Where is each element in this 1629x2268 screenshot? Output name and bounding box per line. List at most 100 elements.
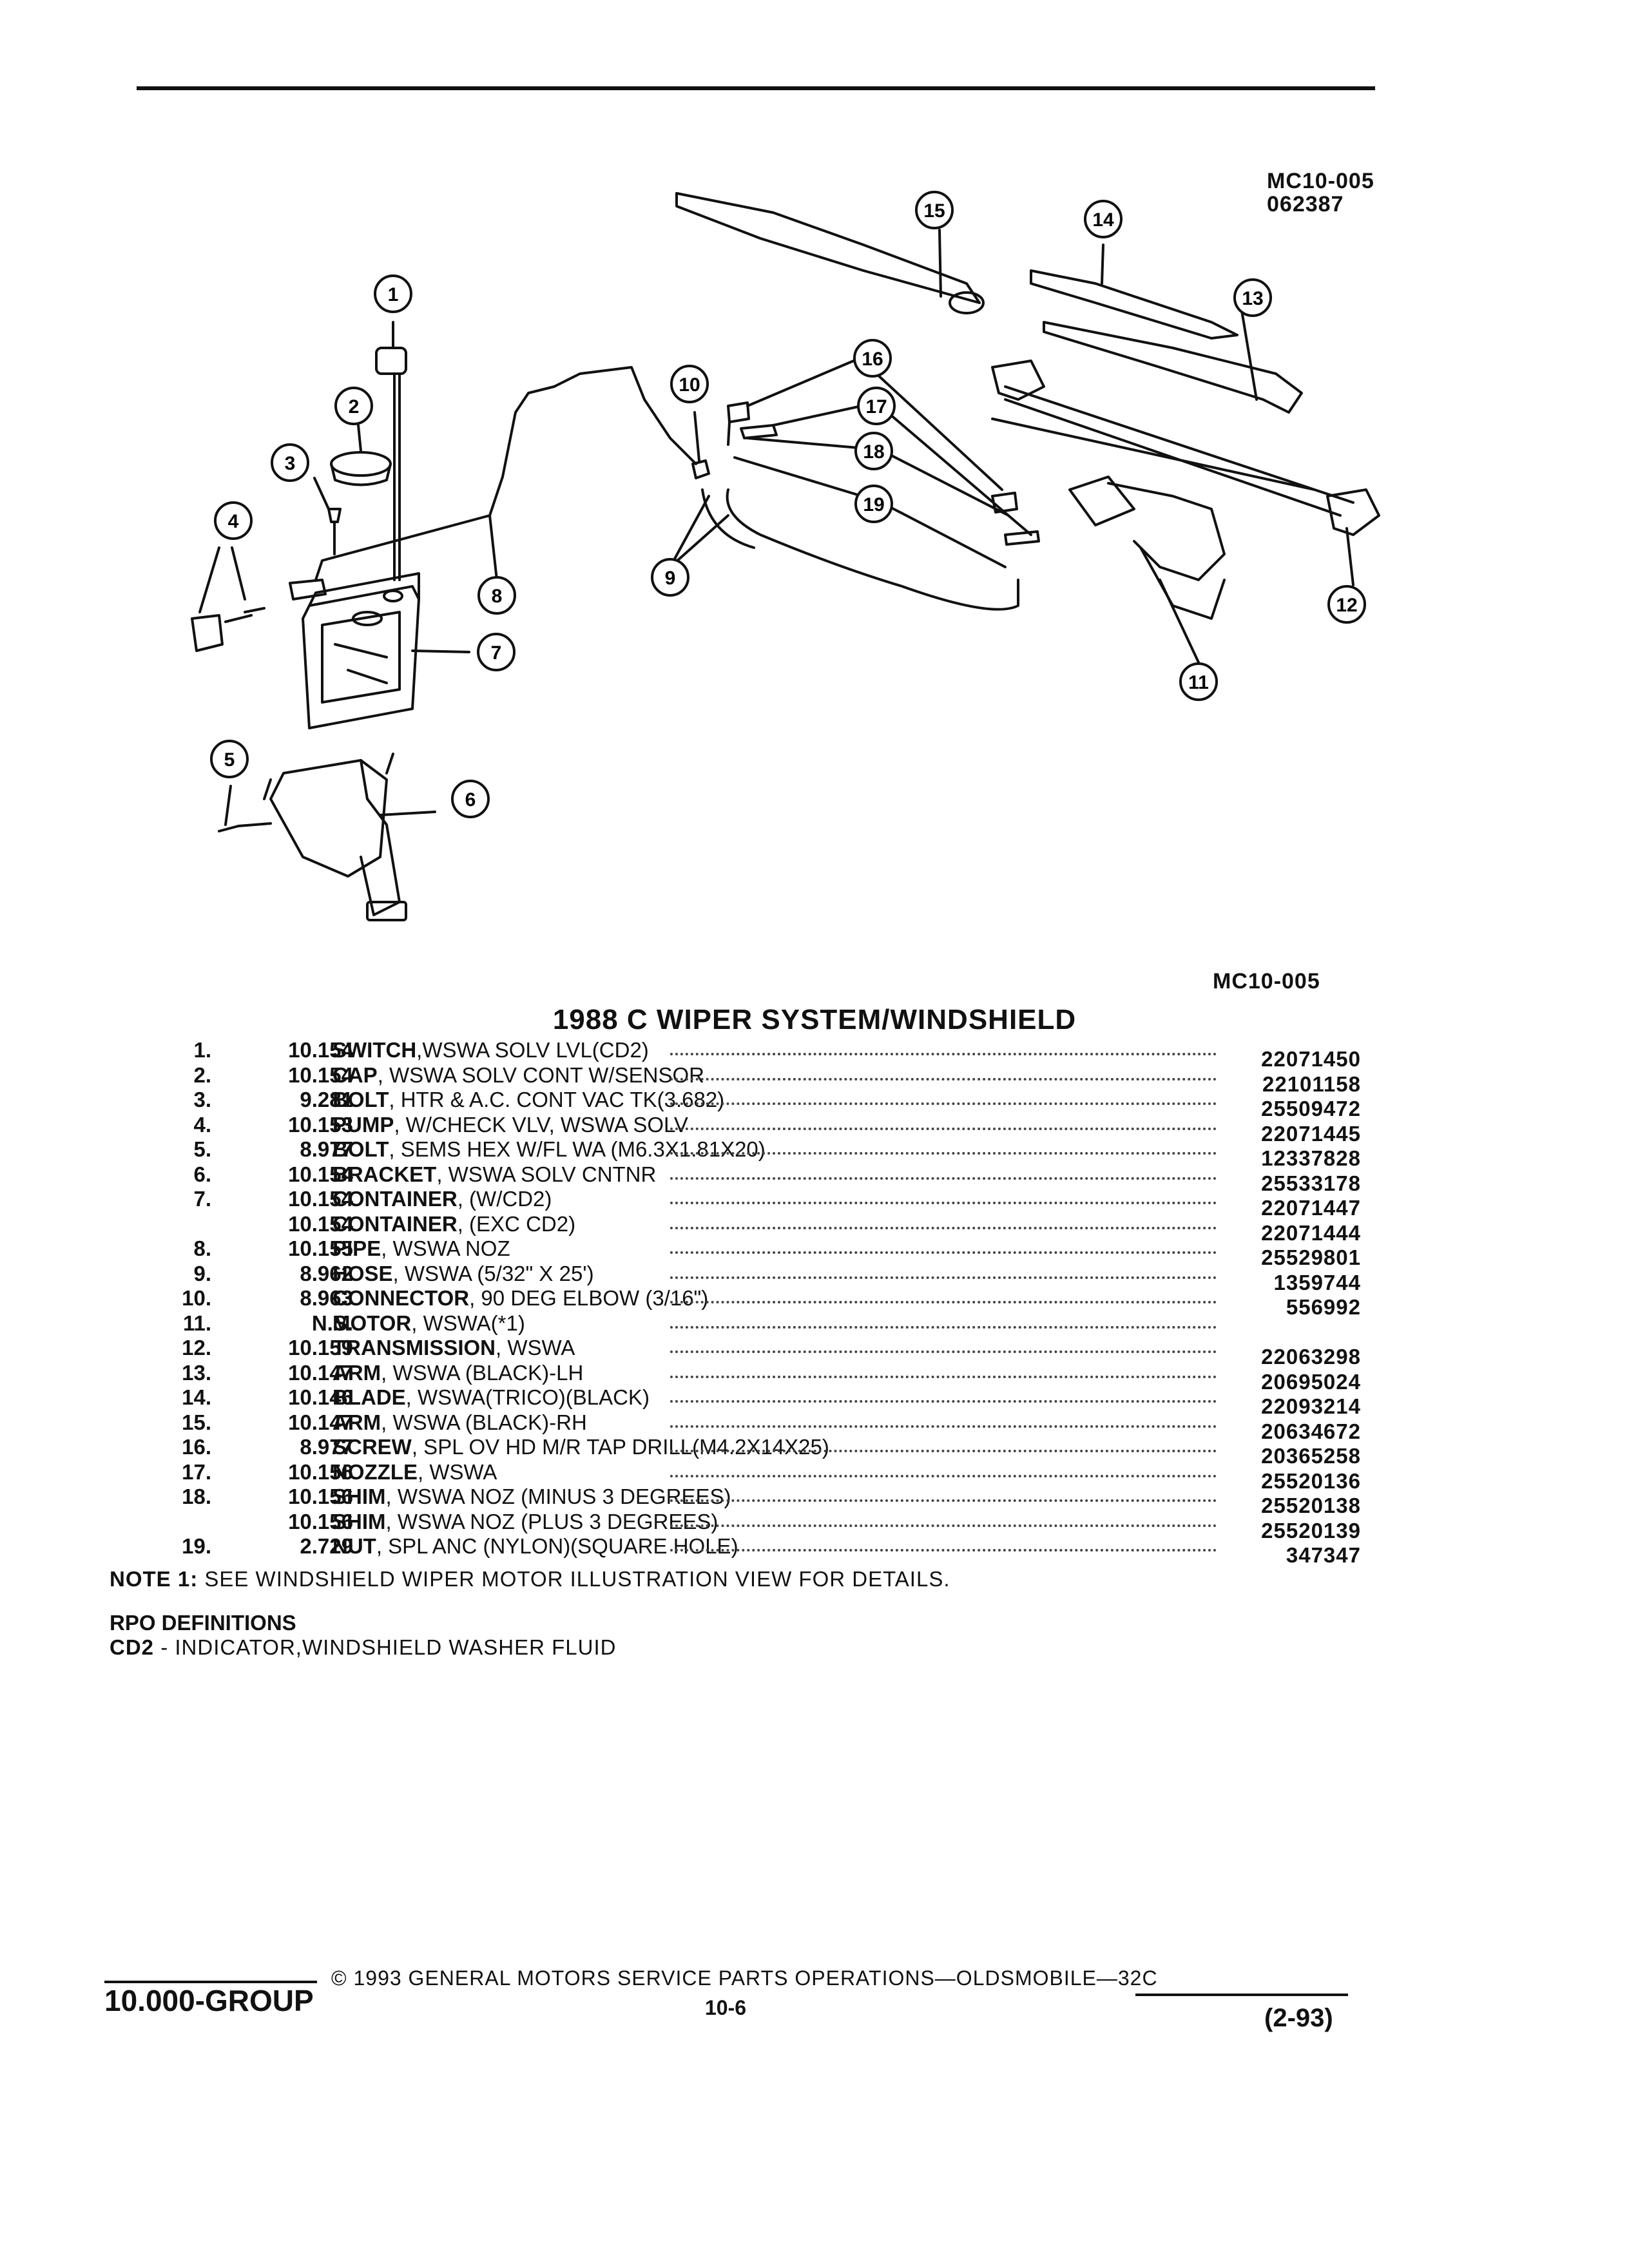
group-number: 10.147	[288, 1360, 353, 1385]
item-number: 11.	[182, 1311, 211, 1335]
item-number: 2.	[193, 1062, 211, 1087]
part-detail: , WSWA(*1)	[411, 1311, 525, 1335]
dot-leader	[670, 1436, 1217, 1452]
ref-date: 062387	[1267, 192, 1344, 216]
dot-leader	[670, 1411, 1217, 1428]
part-name: ARM	[333, 1410, 381, 1434]
pump-drawing	[191, 579, 327, 652]
callout-10: 10	[670, 365, 709, 403]
callout-17: 17	[857, 387, 896, 425]
dot-leader	[670, 1336, 1217, 1353]
item-number: 16.	[182, 1435, 211, 1459]
group-number: 8.963	[300, 1286, 353, 1310]
callout-1: 1	[374, 274, 412, 313]
item-number: 13.	[182, 1360, 211, 1385]
group-number: 10.154	[288, 1187, 353, 1211]
dot-leader	[670, 1138, 1217, 1155]
part-name: BOLT	[333, 1088, 389, 1111]
dot-leader	[670, 1535, 1217, 1552]
nozzle-drawing	[727, 401, 750, 446]
callout-number: 16	[862, 349, 883, 370]
callout-8: 8	[477, 576, 516, 615]
rpo-code: CD2	[110, 1635, 155, 1659]
part-name: PUMP	[333, 1112, 394, 1137]
part-detail: , HTR & A.C. CONT VAC TK(3.682)	[389, 1088, 725, 1111]
part-description: SWITCH,WSWA SOLV LVL(CD2)	[333, 1039, 649, 1062]
item-number: 9.	[193, 1261, 211, 1285]
part-detail: , (EXC CD2)	[457, 1211, 576, 1236]
group-number: 10.159	[288, 1336, 353, 1360]
callout-12: 12	[1327, 585, 1366, 624]
hose-drawing	[553, 366, 697, 465]
part-description: CONNECTOR, 90 DEG ELBOW (3/16")	[333, 1287, 708, 1310]
part-number: 20365258	[1261, 1444, 1361, 1468]
footer-copyright: © 1993 GENERAL MOTORS SERVICE PARTS OPER…	[331, 1966, 1158, 1990]
part-number: 22071450	[1261, 1047, 1361, 1071]
part-description: MOTOR, WSWA(*1)	[333, 1311, 525, 1335]
part-name: MOTOR	[333, 1311, 412, 1335]
pivot-lh-drawing	[1326, 488, 1380, 536]
part-number: 25520139	[1261, 1518, 1361, 1542]
callout-number: 5	[224, 749, 235, 771]
item-number: 12.	[182, 1336, 211, 1360]
callout-number: 7	[491, 642, 502, 664]
pivot-rh-drawing	[991, 360, 1045, 401]
group-number: 10.147	[288, 1410, 353, 1434]
callout-number: 12	[1336, 595, 1357, 616]
cap-drawing	[330, 451, 392, 486]
item-number: 1.	[193, 1038, 211, 1062]
dot-leader	[670, 1287, 1217, 1303]
part-description: BLADE, WSWA(TRICO)(BLACK)	[333, 1386, 650, 1409]
part-number: 22071444	[1261, 1220, 1361, 1245]
part-description: HOSE, WSWA (5/32" X 25')	[333, 1262, 594, 1285]
group-number: 10.146	[288, 1385, 353, 1409]
item-number: 17.	[182, 1459, 211, 1484]
item-number: 6.	[193, 1162, 211, 1186]
part-number: 22063298	[1261, 1345, 1361, 1369]
bolt-5-drawing	[218, 822, 272, 832]
part-detail: , 90 DEG ELBOW (3/16")	[469, 1286, 709, 1310]
callout-14: 14	[1084, 200, 1123, 238]
group-number: 10.153	[288, 1112, 353, 1137]
bottom-ref-code: MC10-005	[1213, 969, 1320, 994]
footer-group: 10.000-GROUP	[104, 1984, 314, 2017]
part-number: 25533178	[1261, 1171, 1361, 1195]
part-detail: , WSWA (BLACK)-LH	[381, 1360, 584, 1385]
part-detail: , W/CHECK VLV, WSWA SOLV	[394, 1112, 688, 1137]
connector-drawing	[691, 459, 710, 479]
part-name: CONTAINER	[333, 1187, 458, 1211]
group-number: 8.977	[300, 1435, 353, 1459]
item-number: 18.	[182, 1485, 211, 1508]
callout-2: 2	[334, 387, 373, 425]
part-description: PIPE, WSWA NOZ	[333, 1237, 510, 1260]
part-name: PIPE	[333, 1236, 381, 1260]
part-detail: , WSWA(TRICO)(BLACK)	[405, 1385, 650, 1409]
item-number: 19.	[182, 1534, 211, 1558]
callout-number: 18	[863, 441, 884, 463]
part-description: BOLT, HTR & A.C. CONT VAC TK(3.682)	[333, 1088, 724, 1111]
dot-leader	[670, 1361, 1217, 1378]
top-rule	[137, 86, 1375, 90]
part-description: SHIM, WSWA NOZ (PLUS 3 DEGREES)	[333, 1510, 718, 1533]
part-name: NUT	[333, 1534, 376, 1558]
part-description: TRANSMISSION, WSWA	[333, 1336, 575, 1360]
rpo-heading: RPO DEFINITIONS	[110, 1611, 296, 1635]
ref-code: MC10-005	[1267, 169, 1374, 193]
switch-drawing	[375, 347, 407, 581]
note: NOTE 1: SEE WINDSHIELD WIPER MOTOR ILLUS…	[110, 1567, 950, 1591]
group-number: 10.156	[288, 1485, 353, 1508]
callout-6: 6	[451, 780, 490, 818]
part-description: SHIM, WSWA NOZ (MINUS 3 DEGREES)	[333, 1485, 731, 1508]
part-name: BOLT	[333, 1137, 389, 1161]
part-detail: , WSWA (5/32" X 25')	[392, 1261, 594, 1285]
callout-7: 7	[477, 633, 516, 671]
footer-rule-right	[1135, 1994, 1348, 1996]
part-number: 22101158	[1262, 1072, 1361, 1096]
part-description: BOLT, SEMS HEX W/FL WA (M6.3X1.81X20)	[333, 1138, 766, 1161]
